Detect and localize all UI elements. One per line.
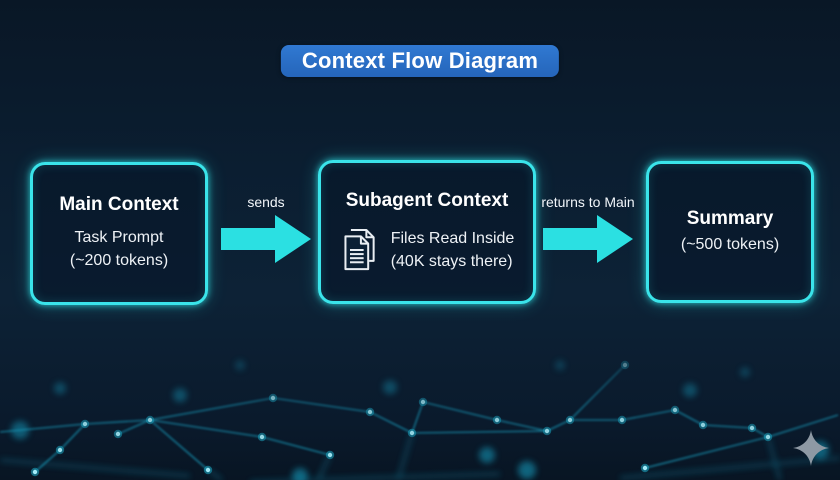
summary-box: Summary (~500 tokens) bbox=[646, 161, 814, 303]
summary-heading: Summary bbox=[686, 207, 774, 229]
arrow-sends: sends bbox=[221, 194, 311, 263]
subagent-content-row: Files Read Inside (40K stays there) bbox=[340, 226, 515, 274]
subagent-context-box: Subagent Context Files Read Inside (40K … bbox=[318, 160, 536, 304]
documents-icon bbox=[344, 228, 375, 271]
main-context-line-1: Task Prompt bbox=[74, 229, 164, 247]
main-context-heading: Main Context bbox=[59, 194, 179, 216]
page-title: Context Flow Diagram bbox=[301, 48, 539, 73]
title-banner: Context Flow Diagram bbox=[280, 45, 560, 77]
subagent-line-1: Files Read Inside bbox=[390, 229, 515, 247]
main-context-box: Main Context Task Prompt (~200 tokens) bbox=[30, 162, 208, 305]
right-arrow-icon bbox=[543, 215, 633, 263]
summary-line-1: (~500 tokens) bbox=[680, 235, 780, 253]
subagent-line-2: (40K stays there) bbox=[390, 252, 513, 270]
sparkle-icon bbox=[793, 430, 829, 466]
arrow-returns: returns to Main bbox=[540, 194, 636, 263]
right-arrow-icon bbox=[221, 215, 311, 263]
main-context-line-2: (~200 tokens) bbox=[69, 252, 169, 270]
subagent-text-column: Files Read Inside (40K stays there) bbox=[391, 227, 515, 273]
arrow-returns-label: returns to Main bbox=[541, 194, 635, 210]
subagent-context-heading: Subagent Context bbox=[345, 190, 509, 212]
arrow-sends-label: sends bbox=[247, 194, 285, 210]
network-plexus-background bbox=[0, 360, 840, 480]
